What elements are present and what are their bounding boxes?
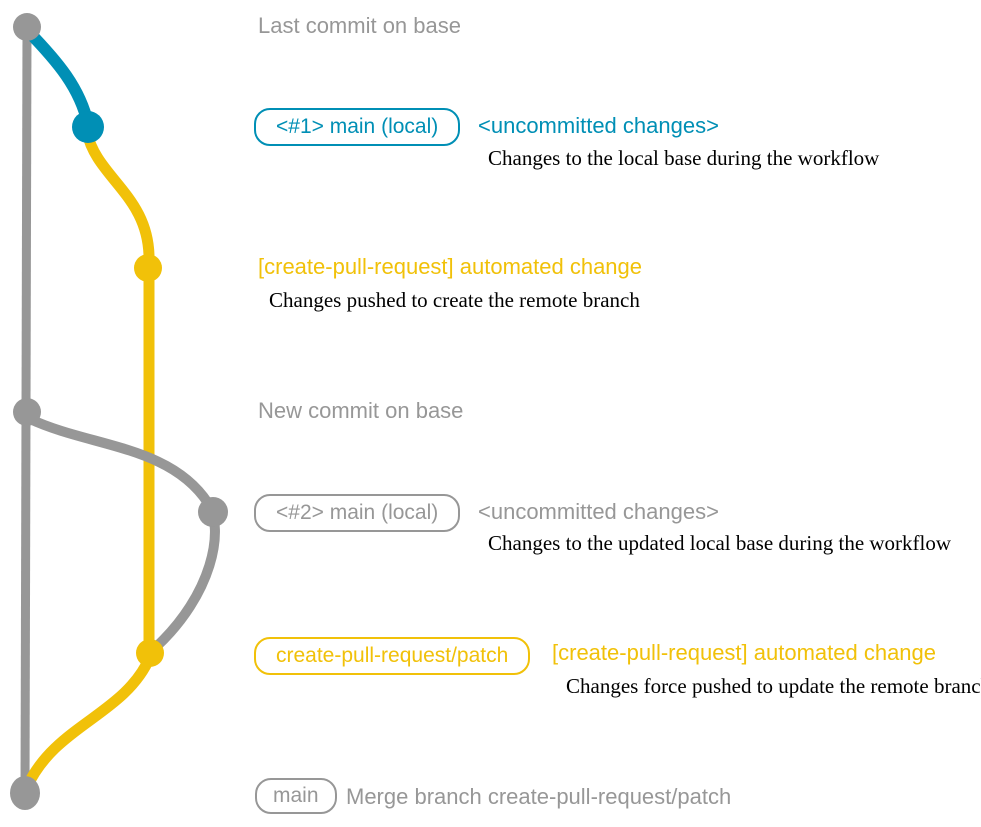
branch-tag-main-local-1: <#1> main (local) [254, 108, 461, 146]
commit-message-automated-2: [create-pull-request] automated change [552, 640, 937, 665]
commit-message-merge: Merge branch create-pull-request/patch [346, 784, 732, 809]
commit-node-automated-2 [136, 639, 164, 667]
commit-node-last-base [13, 13, 41, 41]
commit-message-new-base: New commit on base [258, 398, 464, 423]
commit-node-uncommitted-2 [198, 497, 228, 527]
commit-description-uncommitted-2: Changes to the updated local base during… [488, 531, 952, 555]
branch-tag-create-pull-request-patch: create-pull-request/patch [254, 637, 531, 675]
commit-message-automated-1: [create-pull-request] automated change [258, 254, 643, 279]
local-main-branch-line [22, 25, 94, 130]
commit-message-uncommitted-1: <uncommitted changes> [478, 113, 719, 138]
commit-description-uncommitted-1: Changes to the local base during the wor… [488, 146, 880, 170]
commit-node-merge [10, 776, 40, 810]
commit-message-uncommitted-2: <uncommitted changes> [478, 499, 719, 524]
commit-node-automated-1 [134, 254, 162, 282]
commit-message-last-base: Last commit on base [258, 13, 461, 38]
branch-tag-main-local-2: <#2> main (local) [254, 494, 461, 532]
commit-description-automated-2: Changes force pushed to update the remot… [566, 674, 981, 698]
commit-node-new-base [13, 398, 41, 426]
merge-line [21, 651, 156, 793]
pull-request-branch-line [81, 126, 155, 659]
branch-graph [10, 13, 228, 810]
branch-tag-main: main [255, 778, 337, 814]
rebase-line [25, 414, 220, 652]
commit-description-automated-1: Changes pushed to create the remote bran… [269, 288, 640, 312]
commit-node-uncommitted-1 [72, 111, 104, 143]
